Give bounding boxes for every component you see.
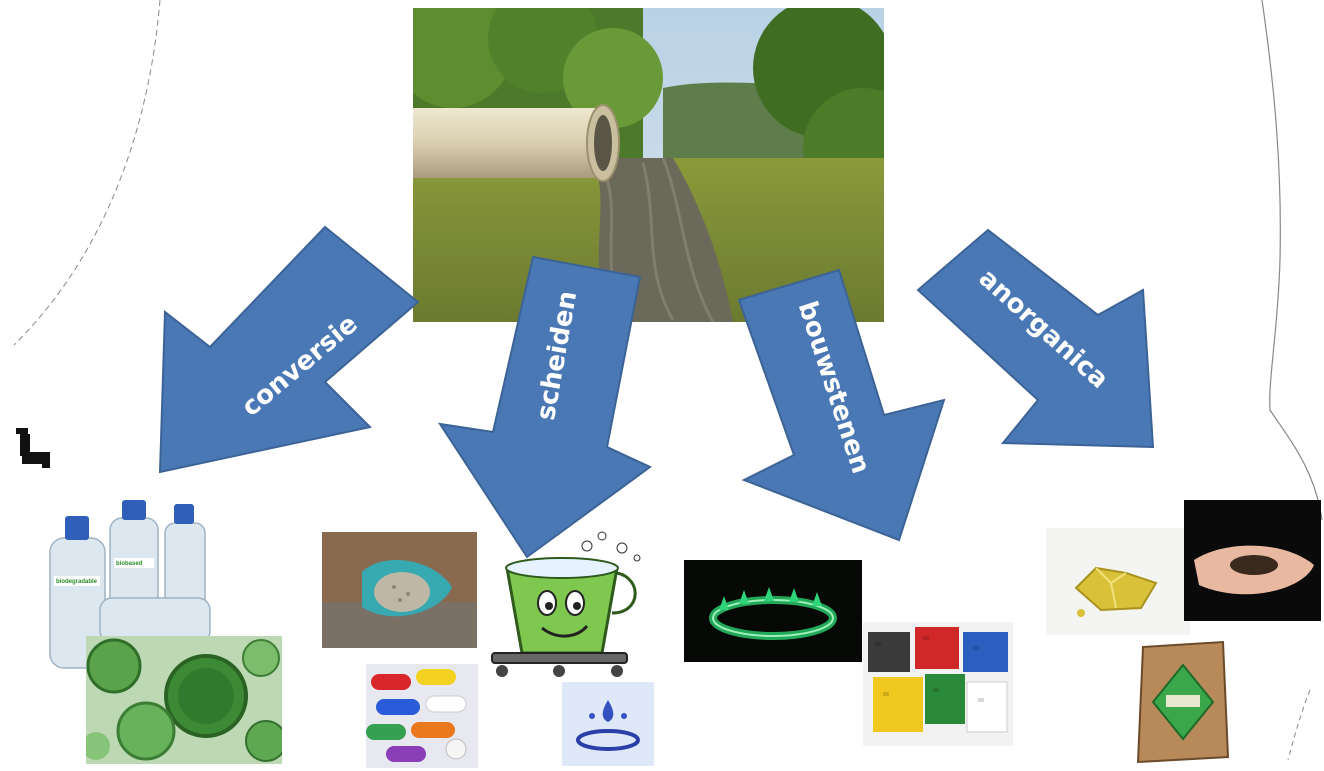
plastic-pellets-photo <box>863 622 1013 746</box>
faucet-icon <box>16 428 50 468</box>
arrow-anorganica: anorganica <box>916 228 1155 449</box>
algae-cells-photo <box>86 636 282 764</box>
wastewater-pipe-photo <box>413 8 884 322</box>
water-drop-splash-icon <box>562 682 654 766</box>
svg-text:biobased: biobased <box>116 561 143 567</box>
fertilizer-bag-icon <box>1136 640 1230 764</box>
water-bottles-icon: biodegradable biobased <box>49 500 211 669</box>
cartoon-bucket-icon <box>491 531 641 677</box>
arrow-conversie: conversie <box>158 225 420 474</box>
arrow-scheiden: scheiden <box>437 255 652 559</box>
arrow-bouwstenen: bouwstenen <box>737 268 946 542</box>
gas-flame-photo <box>684 560 862 662</box>
granules-glove-photo <box>322 532 477 648</box>
svg-text:biodegradable: biodegradable <box>56 579 98 585</box>
sulfur-crystals-photo <box>1046 528 1190 635</box>
pills-photo <box>366 664 478 768</box>
soil-in-hands-photo <box>1184 500 1321 621</box>
